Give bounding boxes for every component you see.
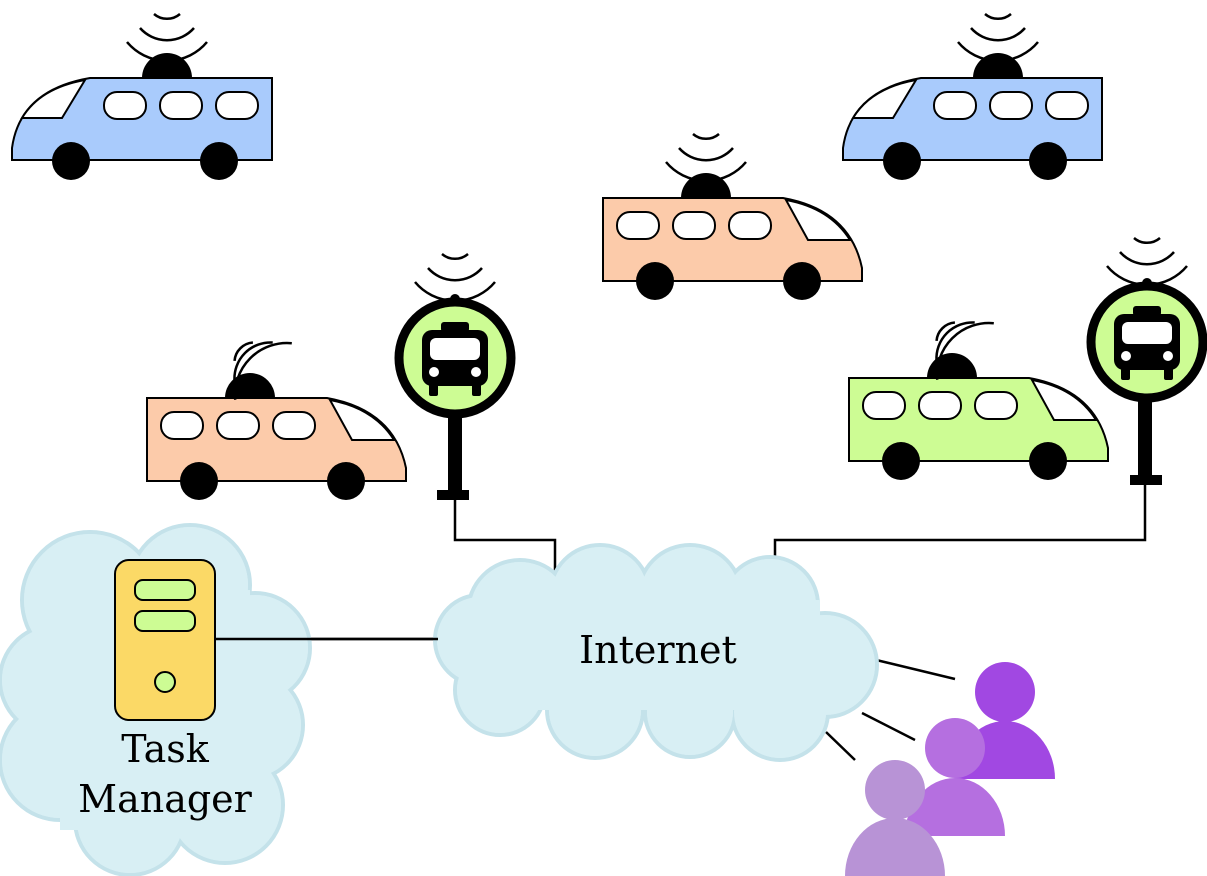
task-manager-cloud [0, 523, 312, 876]
wireless-signal-icon [413, 252, 497, 303]
link-internet-user-1 [871, 657, 956, 681]
internet-cloud: Internet [433, 543, 879, 762]
task-manager-label-line2: Manager [78, 777, 253, 821]
internet-label: Internet [579, 628, 737, 672]
bus-stop-icon [1086, 278, 1207, 485]
user-icon [845, 760, 945, 876]
wireless-signal-icon [935, 321, 994, 380]
shuttle-van-icon [848, 353, 1109, 480]
shuttle-van-icon [842, 53, 1103, 180]
wireless-signal-icon [1105, 236, 1189, 287]
user-icon [905, 718, 1005, 836]
wireless-signal-icon [233, 341, 292, 400]
link-internet-user-3 [825, 731, 856, 761]
shuttle-van-icon [11, 53, 273, 180]
task-manager-label-line1: Task [121, 727, 210, 771]
link-stop-right-internet [773, 480, 1147, 572]
server-icon [114, 559, 216, 721]
link-stop-left-internet [453, 495, 557, 580]
shuttle-van-icon [602, 173, 863, 300]
link-internet-user-2 [861, 711, 916, 742]
shuttle-van-icon [146, 373, 407, 500]
bus-stop-icon [394, 294, 516, 500]
